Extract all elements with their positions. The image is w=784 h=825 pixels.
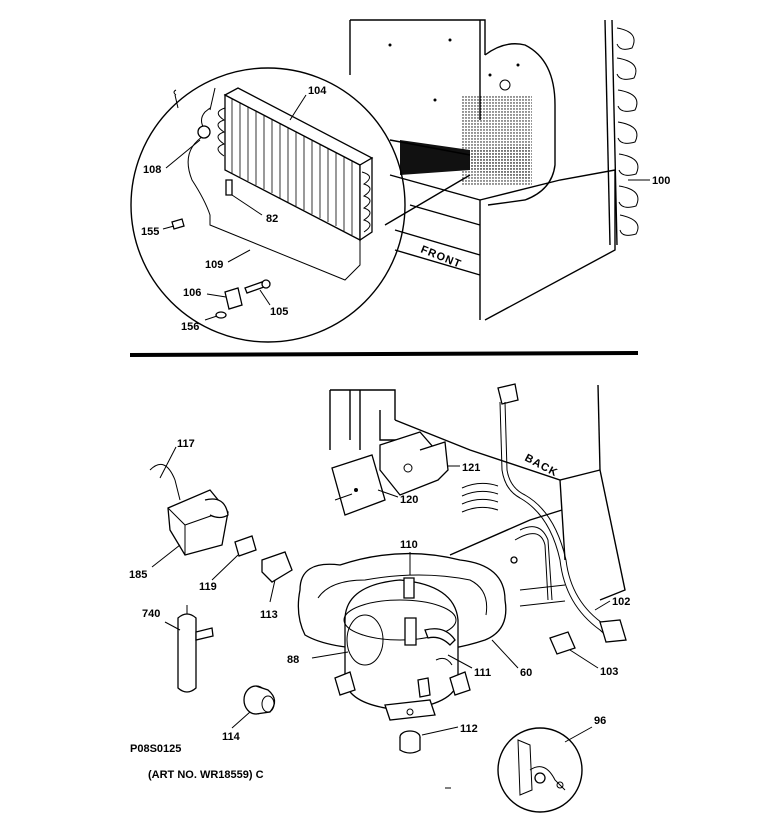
callout-102: 102 xyxy=(612,596,630,608)
callout-119: 119 xyxy=(199,581,217,593)
callout-111: 111 xyxy=(474,667,491,679)
callout-121: 121 xyxy=(462,462,480,474)
back-label: BACK xyxy=(523,452,560,479)
evaporator-fins xyxy=(217,87,374,242)
callout-103: 103 xyxy=(600,666,618,678)
callout-156: 156 xyxy=(181,321,199,333)
grommet: 112 xyxy=(399,723,478,754)
condenser-coil: 100 xyxy=(604,19,670,246)
detail-magnifier: 104 108 82 155 109 106 105 156 xyxy=(130,67,406,343)
cord-clip: 103 xyxy=(549,631,618,678)
defrost-timer: 121 120 xyxy=(331,431,480,516)
callout-117: 117 xyxy=(177,438,195,450)
callout-185: 185 xyxy=(129,569,147,581)
callout-108: 108 xyxy=(143,164,161,176)
callout-110: 110 xyxy=(400,539,418,551)
section-divider xyxy=(129,351,639,357)
callout-740: 740 xyxy=(142,608,160,620)
callout-106: 106 xyxy=(183,287,201,299)
callout-88: 88 xyxy=(287,654,299,666)
callout-155: 155 xyxy=(141,226,159,238)
drawing-id: P08S0125 xyxy=(130,743,181,755)
callout-96: 96 xyxy=(594,715,606,727)
callout-114: 114 xyxy=(222,731,241,743)
detail-96: 96 xyxy=(497,715,606,813)
callout-82: 82 xyxy=(266,213,278,225)
callout-104: 104 xyxy=(308,85,327,97)
callout-60: 60 xyxy=(520,667,532,679)
cabinet-upper: FRONT xyxy=(349,19,616,321)
art-number: (ART NO. WR18559) C xyxy=(148,769,264,781)
callout-112: 112 xyxy=(460,723,478,735)
callout-109: 109 xyxy=(205,259,223,271)
wire-harness: 102 xyxy=(461,383,630,643)
callout-100: 100 xyxy=(652,175,670,187)
tape-roll: 114 xyxy=(222,685,276,743)
callout-113: 113 xyxy=(260,609,278,621)
filter-dryer: 740 xyxy=(142,605,214,693)
compressor: 110 88 111 xyxy=(287,539,491,721)
relay-overload: 117 185 119 113 xyxy=(129,438,293,621)
callout-105: 105 xyxy=(270,306,288,318)
callout-120: 120 xyxy=(400,494,418,506)
